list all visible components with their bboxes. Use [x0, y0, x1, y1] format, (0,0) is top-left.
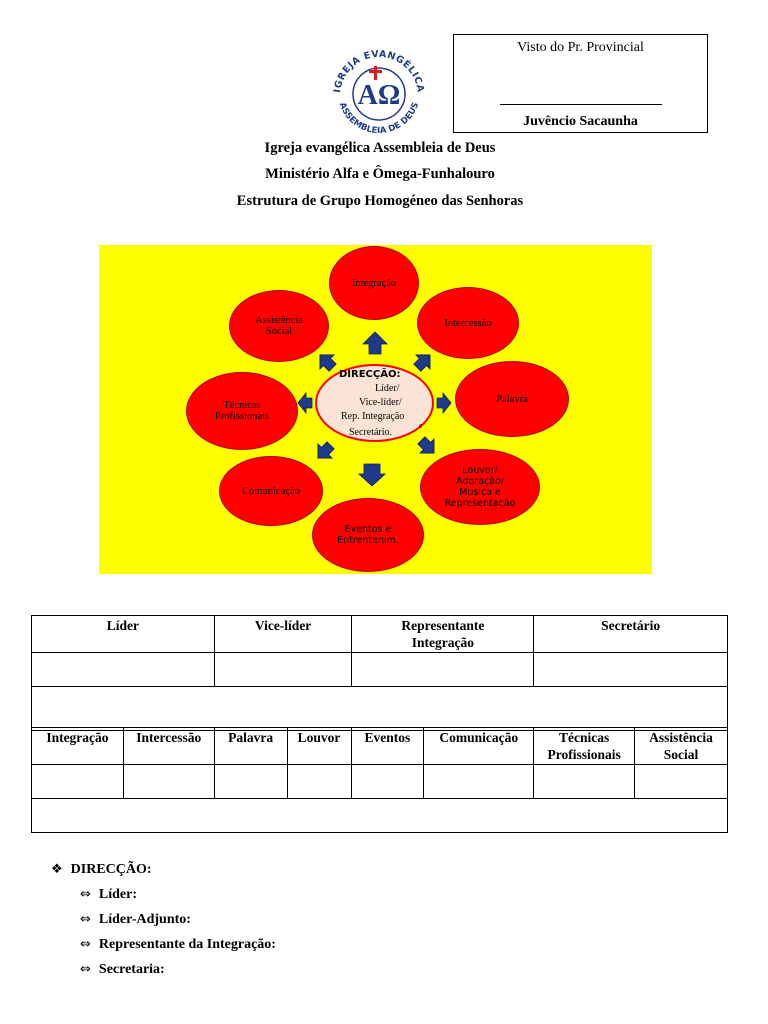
cell-louvor[interactable]	[286, 764, 352, 799]
center-title: DIRECÇÃO:	[339, 369, 401, 380]
center-line-secretario: Secretário.	[349, 427, 393, 438]
header-structure-title: Estrutura de Grupo Homogéneo das Senhora…	[236, 193, 524, 209]
svg-text:AΩ: AΩ	[358, 80, 401, 111]
cell-secretario[interactable]	[533, 652, 728, 687]
center-line-rep: Rep. Integração	[341, 411, 405, 422]
petal-comunicacao: Comunicação	[219, 456, 323, 526]
cell-tecnicas[interactable]	[533, 764, 636, 799]
sectors-table: Integração Intercessão Palavra Louvor Ev…	[31, 727, 728, 833]
double-arrow-icon: ⇔	[80, 962, 91, 977]
header-representante: Representante Integração	[351, 615, 535, 653]
cell-eventos[interactable]	[350, 764, 425, 799]
cell-representante[interactable]	[351, 652, 535, 687]
center-direccao: DIRECÇÃO: Líder/ Vice-líder/ Rep. Integr…	[315, 364, 434, 442]
header-church-name: Igreja evangélica Assembleia de Deus	[264, 140, 496, 156]
arrow-upright-icon	[413, 354, 431, 372]
list-item: ⇔Líder:	[80, 887, 138, 902]
header-vice-lider: Vice-líder	[213, 615, 353, 653]
center-line-e: e	[419, 421, 423, 430]
header-assistencia: Assistência Social	[634, 727, 728, 765]
diamond-bullet-icon: ❖	[51, 862, 63, 877]
petal-integracao: Integração	[329, 246, 419, 320]
list-item: ⇔Líder-Adjunto:	[80, 912, 191, 927]
header-ministry: Ministério Alfa e Ômega-Funhalouro	[265, 166, 495, 182]
approval-box: Visto do Pr. Provincial Juvêncio Sacaunh…	[453, 34, 708, 133]
header-tecnicas: Técnicas Profissionais	[533, 727, 636, 765]
petal-intercessao: Intercessão	[417, 287, 519, 359]
arrow-upleft-icon	[319, 354, 337, 372]
header-lider: Líder	[31, 615, 215, 653]
cell-lider[interactable]	[31, 652, 215, 687]
arrow-downleft-icon	[317, 441, 335, 459]
cell-palavra[interactable]	[213, 764, 288, 799]
direction-title: ❖DIRECÇÃO:	[51, 862, 152, 877]
cell-intercessao[interactable]	[122, 764, 215, 799]
double-arrow-icon: ⇔	[80, 912, 91, 927]
arrows-layer	[297, 331, 452, 487]
spacer-row-2	[31, 798, 728, 833]
petal-palavra: Palavra	[455, 361, 569, 437]
center-line-vice: Vice-líder/	[359, 397, 402, 408]
approval-label: Visto do Pr. Provincial	[517, 40, 644, 55]
double-arrow-icon: ⇔	[80, 887, 91, 902]
arrow-left-icon	[297, 391, 313, 415]
header-intercessao: Intercessão	[122, 727, 215, 765]
arrow-right-icon	[436, 391, 452, 415]
arrow-down-icon	[357, 463, 387, 487]
header-integracao: Integração	[31, 727, 124, 765]
arrow-up-icon	[362, 331, 388, 355]
leadership-table: Líder Vice-líder Representante Integraçã…	[31, 615, 728, 731]
church-logo: IGREJA EVANGÉLICA ASSEMBLEIA DE DEUS AΩ	[330, 44, 428, 140]
header-comunicacao: Comunicação	[423, 727, 535, 765]
header-palavra: Palavra	[213, 727, 288, 765]
arrow-downright-icon	[417, 436, 435, 454]
header-louvor: Louvor	[286, 727, 352, 765]
church-seal-icon: IGREJA EVANGÉLICA ASSEMBLEIA DE DEUS AΩ	[332, 49, 425, 139]
list-item: ⇔Representante da Integração:	[80, 937, 276, 952]
header-eventos: Eventos	[350, 727, 425, 765]
header-secretario: Secretário	[533, 615, 728, 653]
signature-line	[500, 104, 662, 105]
spacer-row	[31, 686, 728, 731]
double-arrow-icon: ⇔	[80, 937, 91, 952]
approval-signer: Juvêncio Sacaunha	[523, 114, 638, 129]
cell-integracao[interactable]	[31, 764, 124, 799]
list-item: ⇔Secretaria:	[80, 962, 165, 977]
cell-comunicacao[interactable]	[423, 764, 535, 799]
cell-assistencia[interactable]	[634, 764, 728, 799]
center-line-lider: Líder/	[375, 383, 400, 394]
cell-vice-lider[interactable]	[213, 652, 353, 687]
